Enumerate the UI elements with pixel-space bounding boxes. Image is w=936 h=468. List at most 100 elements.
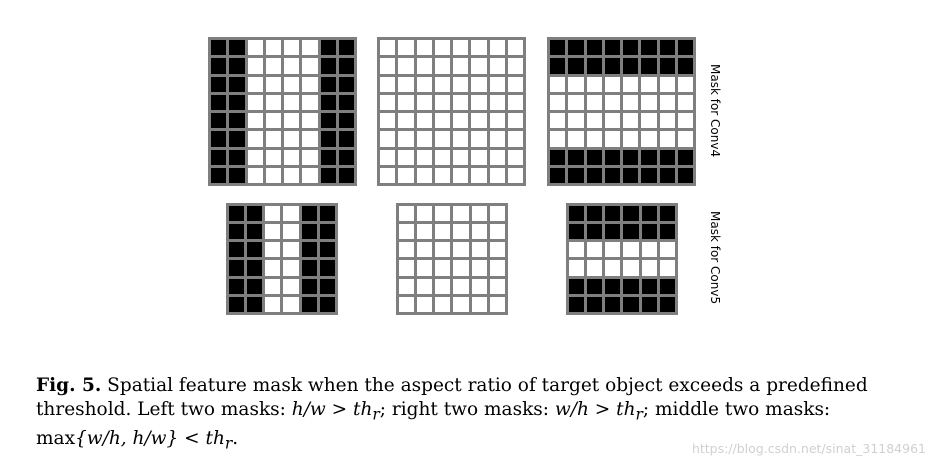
mask-cell-off [659,242,675,258]
mask-cell-off [302,76,318,92]
mask-cell-off [434,149,450,165]
mask-cell-on [229,131,245,147]
mask-cell-on [229,94,245,110]
mask-cell-off [623,76,639,92]
mask-cell-off [507,149,523,165]
mask-cell-on [301,278,317,294]
mask-cell-off [302,167,318,183]
mask-cell-off [489,260,505,276]
mask-cell-off [453,40,469,56]
mask-cell-off [453,260,469,276]
mask-cell-off [659,113,675,129]
mask-cell-on [247,296,263,312]
mask-cell-off [302,94,318,110]
mask-cell-on [319,260,335,276]
caption-math-2: w/h > th [554,399,636,420]
mask-cell-on [586,167,602,183]
mask-cell-off [435,260,451,276]
mask-cell-off [265,131,281,147]
mask-cell-off [247,113,263,129]
mask-cell-off [398,94,414,110]
mask-cell-off [586,113,602,129]
mask-cell-on [338,40,354,56]
mask-cell-on [229,113,245,129]
mask-cell-on [586,40,602,56]
mask-cell-on [623,224,639,240]
mask-cell-off [399,224,415,240]
mask-cell-off [283,224,299,240]
mask-cell-on [301,224,317,240]
mask-cell-off [416,167,432,183]
mask-cell-off [417,296,433,312]
mask-cell-off [265,40,281,56]
mask-cell-on [320,58,336,74]
mask-cell-on [320,40,336,56]
mask-cell-off [471,206,487,222]
mask-cell-off [302,131,318,147]
mask-cell-off [284,76,300,92]
mask-cell-on [211,40,227,56]
mask-cell-off [453,94,469,110]
mask-cell-off [416,113,432,129]
mask-cell-off [284,149,300,165]
mask-cell-off [398,149,414,165]
mask-cell-off [605,260,621,276]
mask-cell-on [319,224,335,240]
mask-cell-off [265,242,281,258]
mask-cell-on [569,296,585,312]
mask-cell-off [659,131,675,147]
mask-cell-on [569,206,585,222]
mask-cell-off [283,296,299,312]
mask-cell-off [398,113,414,129]
mask-cell-off [507,131,523,147]
mask-cell-on [641,296,657,312]
mask-cell-on [211,149,227,165]
mask-cell-off [453,278,469,294]
mask-cell-on [604,58,620,74]
mask-cell-off [471,149,487,165]
mask-cell-off [265,278,281,294]
mask-cell-off [302,58,318,74]
mask-cell-off [568,113,584,129]
mask-cell-on [229,76,245,92]
mask-cell-off [641,242,657,258]
mask-cell-on [641,167,657,183]
mask-cell-on [301,260,317,276]
mask-cell-off [265,149,281,165]
mask-cell-off [489,242,505,258]
mask-cell-off [550,76,566,92]
mask-cell-off [489,76,505,92]
mask-cell-on [211,58,227,74]
mask-cell-off [453,58,469,74]
mask-cell-off [471,260,487,276]
mask-cell-on [550,40,566,56]
mask-cell-on [211,76,227,92]
mask-cell-off [507,58,523,74]
mask-cell-off [435,224,451,240]
mask-cell-off [489,113,505,129]
mask-cell-off [435,242,451,258]
mask-conv5-middle [396,203,508,315]
mask-cell-on [659,278,675,294]
mask-cell-off [399,206,415,222]
mask-cell-off [604,94,620,110]
mask-cell-off [417,260,433,276]
mask-cell-on [338,149,354,165]
mask-cell-off [623,113,639,129]
mask-cell-off [550,131,566,147]
mask-cell-on [320,131,336,147]
mask-cell-off [605,242,621,258]
mask-cell-on [320,76,336,92]
mask-cell-on [211,113,227,129]
mask-cell-on [623,40,639,56]
mask-cell-off [659,76,675,92]
mask-cell-off [417,206,433,222]
mask-cell-off [489,131,505,147]
mask-cell-off [380,40,396,56]
mask-cell-on [605,224,621,240]
mask-cell-on [229,206,245,222]
mask-cell-off [507,94,523,110]
mask-cell-on [659,224,675,240]
mask-cell-off [586,131,602,147]
mask-cell-on [623,206,639,222]
